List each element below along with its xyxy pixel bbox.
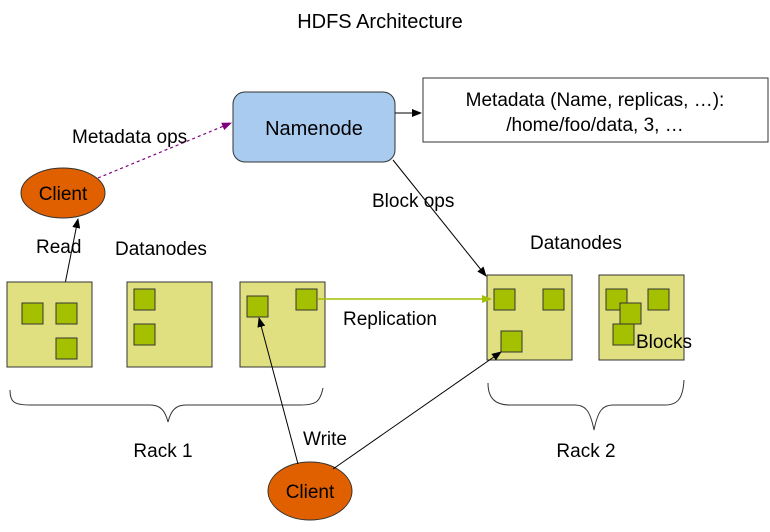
read-label: Read: [36, 237, 81, 258]
block: [542, 288, 565, 311]
client-read-label: Client: [39, 184, 88, 205]
rack1-label: Rack 1: [133, 441, 192, 462]
block-ops-label: Block ops: [372, 191, 454, 212]
block: [612, 323, 635, 346]
metadata-line-2: /home/foo/data, 3, …: [506, 115, 683, 136]
metadata-ops-label: Metadata ops: [72, 127, 187, 148]
block: [133, 323, 156, 346]
datanodes-label-left: Datanodes: [115, 239, 207, 260]
client-write-label: Client: [286, 482, 335, 503]
datanodes-label-right: Datanodes: [530, 233, 622, 254]
client-read: Client: [20, 167, 106, 219]
namenode: Namenode: [232, 91, 396, 163]
rack2-brace: [487, 379, 685, 431]
read-arrow: [63, 218, 81, 290]
replication-label: Replication: [343, 309, 437, 330]
rack1-brace: [9, 387, 324, 423]
block: [647, 288, 670, 311]
datanode-rack1-3: [239, 281, 326, 368]
metadata-box: Metadata (Name, replicas, …): /home/foo/…: [422, 77, 769, 143]
blocks-label: Blocks: [636, 332, 692, 353]
block: [55, 302, 78, 325]
block: [133, 288, 156, 311]
block: [493, 288, 516, 311]
datanode-rack1-2: [126, 281, 213, 368]
block: [21, 302, 44, 325]
block-ops-arrow: [392, 159, 487, 277]
block: [55, 337, 78, 360]
metadata-line-1: Metadata (Name, replicas, …):: [466, 90, 725, 111]
namenode-label: Namenode: [265, 118, 363, 140]
client-write: Client: [267, 461, 353, 521]
block: [500, 330, 523, 353]
datanode-rack1-1: [6, 281, 93, 368]
write-label: Write: [303, 429, 347, 450]
write-arrow-rack1: [257, 317, 299, 465]
rack2-label: Rack 2: [556, 441, 615, 462]
datanode-rack2-2: [598, 274, 685, 361]
datanode-rack2-1: [486, 274, 573, 361]
block: [619, 302, 642, 325]
block: [246, 295, 269, 318]
write-arrow-rack2: [332, 351, 502, 470]
block: [295, 288, 318, 311]
diagram-title: HDFS Architecture: [297, 11, 463, 33]
